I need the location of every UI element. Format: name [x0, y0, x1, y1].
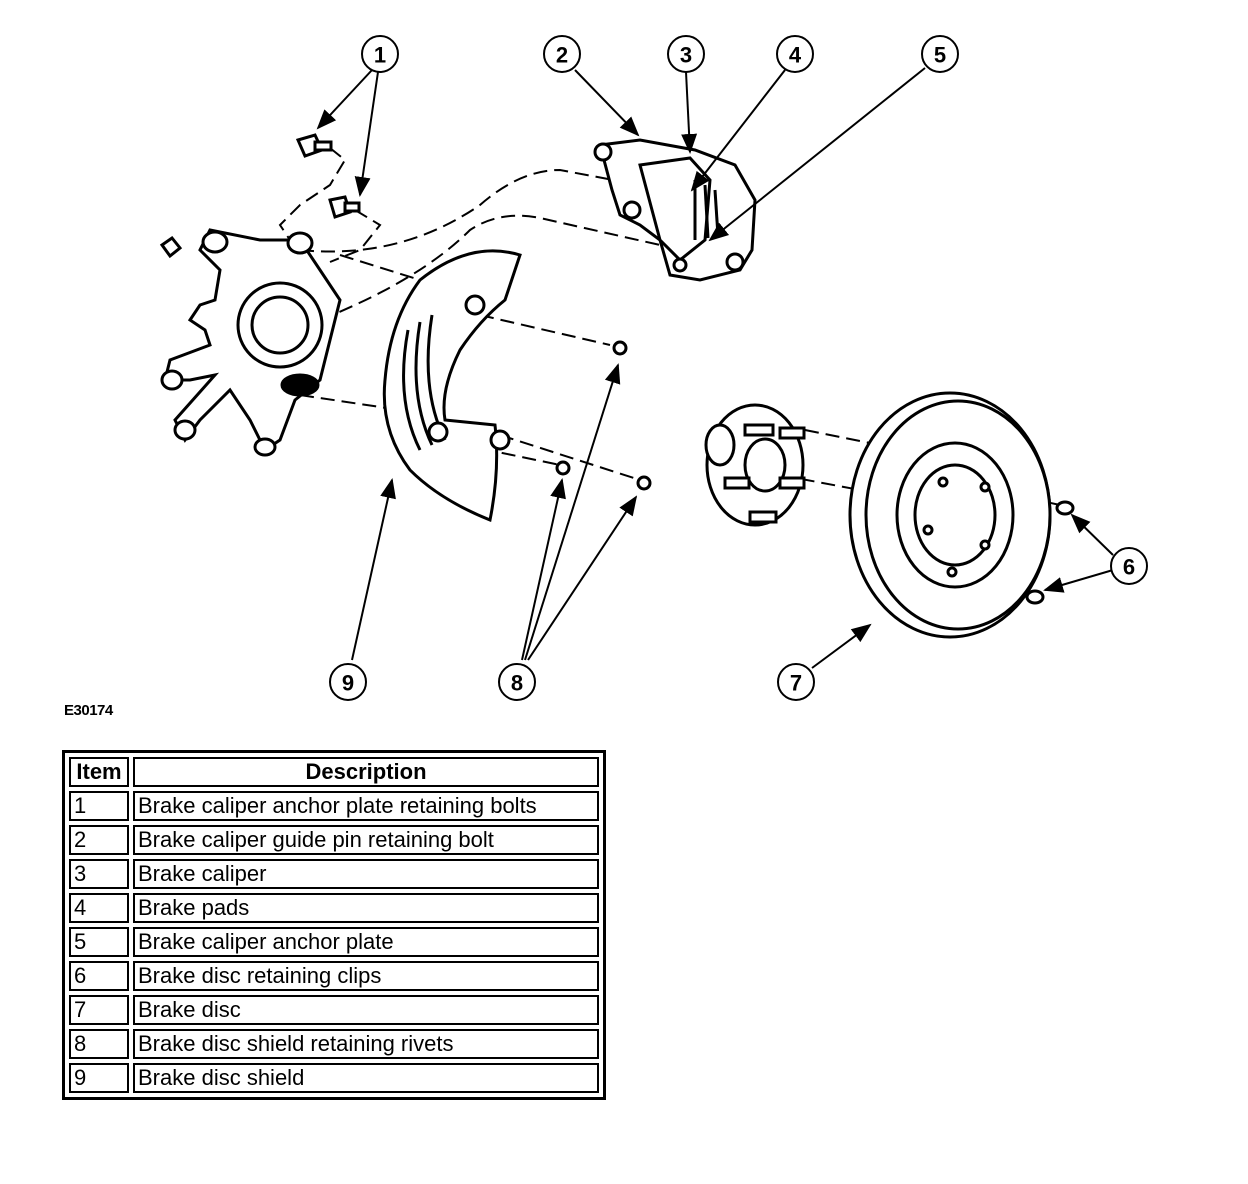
assembly-guide-lines: [278, 147, 1061, 591]
exploded-brake-assembly-illustration: 1 2 3 4 5 6 7 8 9: [159, 35, 1148, 701]
callout-label-3: 3: [680, 43, 692, 68]
shield-rivets: [555, 340, 652, 491]
row-description: Brake disc retaining clips: [133, 961, 599, 991]
callout-label-7: 7: [790, 671, 802, 696]
table-row: 9 Brake disc shield: [69, 1063, 599, 1093]
figure-id: E30174: [64, 702, 113, 719]
item-description-table: Item Description 1 Brake caliper anchor …: [62, 750, 606, 1100]
table-row: 4 Brake pads: [69, 893, 599, 923]
row-item: 7: [69, 995, 129, 1025]
table-row: 1 Brake caliper anchor plate retaining b…: [69, 791, 599, 821]
row-description: Brake disc shield: [133, 1063, 599, 1093]
steering-knuckle: [160, 228, 342, 457]
callout-circle-9: [329, 663, 367, 701]
table-row: 7 Brake disc: [69, 995, 599, 1025]
callout-circle-5: [921, 35, 959, 73]
row-item: 1: [69, 791, 129, 821]
callout-circle-2: [543, 35, 581, 73]
row-description: Brake caliper guide pin retaining bolt: [133, 825, 599, 855]
anchor-plate-bolts: [159, 133, 361, 259]
row-description: Brake disc shield retaining rivets: [133, 1029, 599, 1059]
table-header-row: Item Description: [69, 757, 599, 787]
callout-circle-7: [777, 663, 815, 701]
callout-circle-1: [361, 35, 399, 73]
row-item: 2: [69, 825, 129, 855]
row-description: Brake pads: [133, 893, 599, 923]
header-description: Description: [133, 757, 599, 787]
table-row: 5 Brake caliper anchor plate: [69, 927, 599, 957]
callout-numbers: 1 2 3 4 5 6 7 8 9: [342, 43, 1135, 696]
callout-circle-3: [667, 35, 705, 73]
brake-disc-shield: [382, 249, 522, 523]
callout-label-4: 4: [789, 43, 802, 68]
row-item: 8: [69, 1029, 129, 1059]
table-row: 6 Brake disc retaining clips: [69, 961, 599, 991]
callout-label-5: 5: [934, 43, 946, 68]
header-item: Item: [69, 757, 129, 787]
table-row: 8 Brake disc shield retaining rivets: [69, 1029, 599, 1059]
table-row: 3 Brake caliper: [69, 859, 599, 889]
brake-caliper-assembly: [593, 138, 757, 282]
brake-disc: [848, 391, 1052, 639]
row-item: 6: [69, 961, 129, 991]
row-description: Brake caliper: [133, 859, 599, 889]
row-description: Brake caliper anchor plate retaining bol…: [133, 791, 599, 821]
callout-circle-6: [1110, 547, 1148, 585]
table-row: 2 Brake caliper guide pin retaining bolt: [69, 825, 599, 855]
callout-label-1: 1: [374, 43, 386, 68]
callout-label-8: 8: [511, 671, 523, 696]
callout-leaders: [316, 67, 1114, 669]
row-item: 9: [69, 1063, 129, 1093]
callout-circle-4: [776, 35, 814, 73]
row-item: 4: [69, 893, 129, 923]
callout-label-6: 6: [1123, 555, 1135, 580]
callout-label-9: 9: [342, 671, 354, 696]
row-description: Brake caliper anchor plate: [133, 927, 599, 957]
callout-circles: [329, 35, 1148, 701]
disc-retaining-clips: [1025, 500, 1075, 605]
row-description: Brake disc: [133, 995, 599, 1025]
row-item: 5: [69, 927, 129, 957]
wheel-hub: [704, 403, 806, 527]
callout-circle-8: [498, 663, 536, 701]
callout-label-2: 2: [556, 43, 568, 68]
row-item: 3: [69, 859, 129, 889]
